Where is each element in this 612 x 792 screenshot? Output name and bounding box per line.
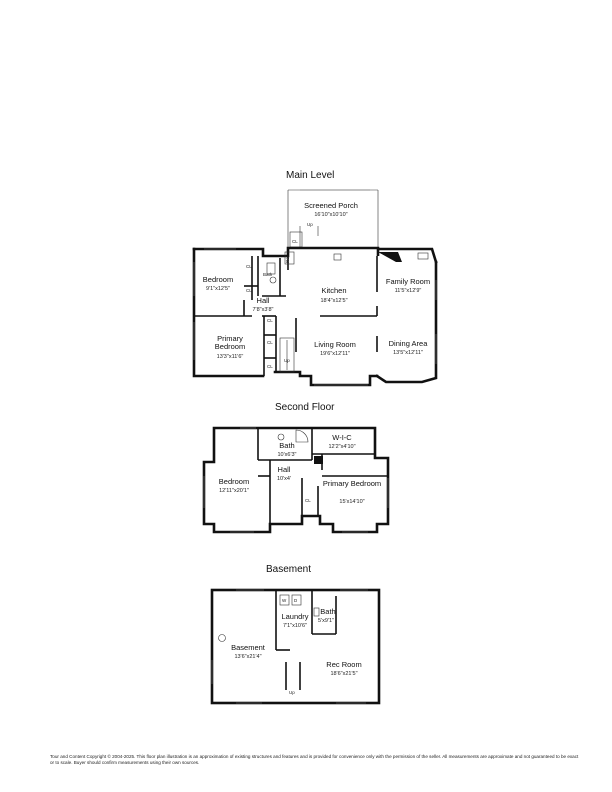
room-dims: 16'10"x10'10" xyxy=(314,212,347,218)
room-name: Kitchen xyxy=(321,286,346,295)
room-name: Living Room xyxy=(314,340,356,349)
room-name: Bedroom xyxy=(203,275,233,284)
room-name: Laundry xyxy=(281,612,308,621)
ref-label: Ref xyxy=(285,255,290,263)
room-dims: 12'11"x20'1" xyxy=(219,488,249,494)
room-dims: 10'x4' xyxy=(277,476,291,482)
room-dims: 5'x9'1" xyxy=(318,618,334,624)
closet-label: CL xyxy=(305,498,311,503)
up-label: Up xyxy=(289,690,295,695)
main-level-labels: Screened Porch 16'10"x10'10" Up Bedroom … xyxy=(203,201,430,369)
room-dims: 18'4"x12'5" xyxy=(320,298,347,304)
room-name: Bath xyxy=(263,272,273,277)
closet-label: CL xyxy=(267,340,273,345)
room-dims: 7'1"x10'6" xyxy=(283,623,307,629)
closet-label: CL xyxy=(246,264,252,269)
room-dims: 15'x14'10" xyxy=(339,499,364,505)
closet-label: CL xyxy=(267,318,273,323)
room-name: Bath xyxy=(320,607,335,616)
room-name: W-I-C xyxy=(332,433,352,442)
room-name: Dining Area xyxy=(389,339,429,348)
copyright-disclaimer: Tour and Content Copyright © 2004-2025. … xyxy=(50,754,579,765)
room-dims: 11'5"x12'9" xyxy=(395,288,422,294)
closet-label: CL xyxy=(267,364,273,369)
washer-label: W xyxy=(282,598,287,603)
room-dims: 7'8"x3'8" xyxy=(253,307,274,313)
room-name: Hall xyxy=(257,296,270,305)
main-level-heading: Main Level xyxy=(286,170,334,181)
room-name: Bedroom xyxy=(219,477,249,486)
second-floor-labels: Bath 10'x6'3" W-I-C 12'2"x4'10" Bedroom … xyxy=(219,433,381,505)
basement-labels: W D Bath 5'x9'1" Laundry 7'1"x10'6" Base… xyxy=(231,598,362,695)
closet-label: CL xyxy=(292,239,298,244)
room-dims: 13'6"x21'4" xyxy=(234,654,261,660)
room-dims: 12'2"x4'10" xyxy=(328,444,355,450)
room-name: Basement xyxy=(231,643,266,652)
room-name: Rec Room xyxy=(326,660,361,669)
up-label: Up xyxy=(307,222,313,227)
room-dims: 13'5"x12'11" xyxy=(393,350,423,356)
closet-label: CL xyxy=(246,288,252,293)
basement-plan xyxy=(210,588,381,705)
room-name: Family Room xyxy=(386,277,430,286)
room-dims: 10'x6'3" xyxy=(277,452,296,458)
room-dims: 9'1"x12'5" xyxy=(206,286,230,292)
room-dims: 13'3"x11'6" xyxy=(217,354,244,360)
room-name: Bath xyxy=(279,441,294,450)
room-dims: 18'6"x21'5" xyxy=(330,671,357,677)
up-label: Up xyxy=(284,358,290,363)
room-name: Screened Porch xyxy=(304,201,358,210)
room-dims: 19'6"x12'11" xyxy=(320,351,350,357)
room-name-line: Bedroom xyxy=(215,342,245,351)
room-name: Primary Bedroom xyxy=(323,479,381,488)
main-level-plan xyxy=(192,189,438,387)
room-name: Hall xyxy=(278,465,291,474)
basement-heading: Basement xyxy=(266,564,311,575)
second-floor-heading: Second Floor xyxy=(275,402,335,413)
second-floor-plan xyxy=(202,426,390,534)
room-name-line: Primary xyxy=(217,334,243,343)
dryer-label: D xyxy=(294,598,298,603)
